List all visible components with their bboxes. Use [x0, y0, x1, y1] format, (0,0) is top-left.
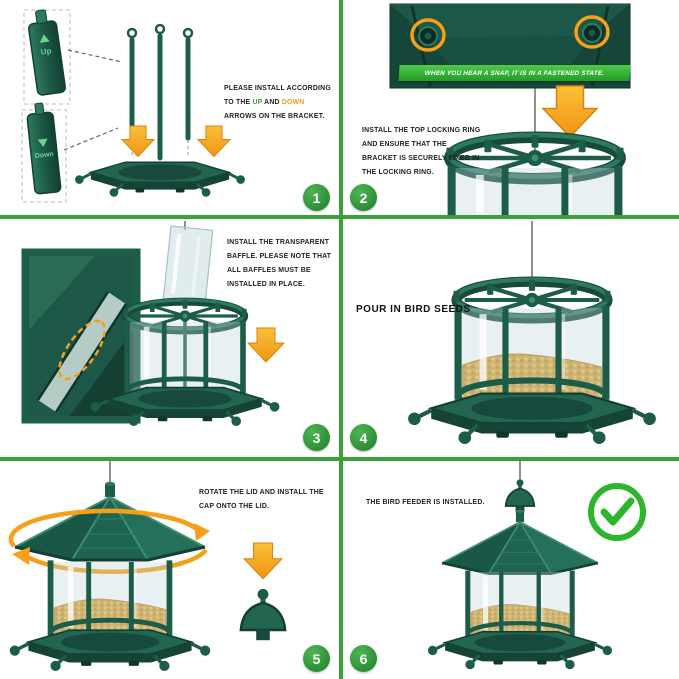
panel-4-illustration	[410, 221, 654, 442]
step2-instruction: INSTALL THE TOP LOCKING RING AND ENSURE …	[362, 127, 481, 176]
step-badge-1: 1	[303, 184, 330, 211]
panel-3-illustration	[21, 221, 285, 426]
step3-instruction: INSTALL THE TRANSPARENT BAFFLE. PLEASE N…	[227, 239, 332, 288]
base-tray-illustration	[9, 628, 211, 671]
bracket-up-label: Up	[40, 46, 52, 56]
step1-text-part: ARROWS ON THE BRACKET.	[224, 113, 325, 120]
feeder-cage-illustration	[448, 166, 623, 284]
down-arrow-icon	[197, 125, 231, 158]
grid-divider-horizontal-1	[0, 215, 679, 219]
step1-down-word: DOWN	[281, 99, 305, 106]
hanging-rods	[126, 23, 194, 161]
baffle-highlight-ellipse	[58, 319, 106, 381]
leader-lines	[63, 49, 123, 151]
bracket-down-detail: Down	[26, 102, 62, 195]
step-badge-2: 2	[350, 184, 377, 211]
down-arrow-icon	[247, 327, 285, 363]
base-tray-illustration	[75, 160, 245, 197]
snap-banner: WHEN YOU HEAR A SNAP, IT IS IN A FASTENE…	[398, 65, 631, 81]
down-arrow-icon	[121, 125, 155, 158]
grid-divider-horizontal-2	[0, 457, 679, 461]
panel-1-illustration: Up Down	[21, 9, 245, 203]
knob-highlight-circle-right	[574, 15, 610, 49]
step-badge-4: 4	[350, 424, 377, 451]
step1-up-word: UP	[252, 99, 263, 106]
step4-instruction: POUR IN BIRD SEEDS	[356, 304, 471, 315]
step-badge-5: 5	[303, 645, 330, 672]
down-arrow-glyph	[37, 138, 48, 148]
baffle-panel-closeup	[38, 292, 126, 412]
step1-text-part: PLEASE INSTALL ACCORDING TO THE	[224, 85, 331, 106]
bracket-down-label: Down	[34, 151, 54, 160]
baffle-inset-closeup	[21, 248, 141, 424]
knob-highlight-circle-left	[410, 18, 446, 52]
step-badge-6: 6	[350, 645, 377, 672]
transparent-baffle-panel	[162, 225, 214, 305]
base-tray-illustration	[410, 394, 654, 442]
check-icon	[588, 483, 646, 541]
down-arrow-icon	[542, 85, 598, 138]
bracket-up-detail: Up	[28, 9, 66, 96]
step6-instruction: THE BIRD FEEDER IS INSTALLED.	[366, 499, 485, 506]
step1-instruction: PLEASE INSTALL ACCORDING TO THE UP AND D…	[224, 82, 338, 124]
grid-divider-vertical	[339, 0, 343, 679]
step1-text-part: AND	[262, 99, 282, 106]
cap-illustration	[239, 587, 287, 642]
panel-6-illustration	[427, 461, 646, 670]
step-badge-3: 3	[303, 424, 330, 451]
base-tray-illustration	[427, 630, 613, 670]
panel-5-illustration	[8, 461, 287, 671]
bracket-up-callout-box	[23, 9, 71, 105]
down-arrow-icon	[243, 542, 283, 580]
step5-instruction: ROTATE THE LID AND INSTALL THE CAP ONTO …	[199, 489, 324, 510]
pagoda-roof-illustration	[440, 508, 600, 575]
up-arrow-glyph	[39, 34, 50, 43]
